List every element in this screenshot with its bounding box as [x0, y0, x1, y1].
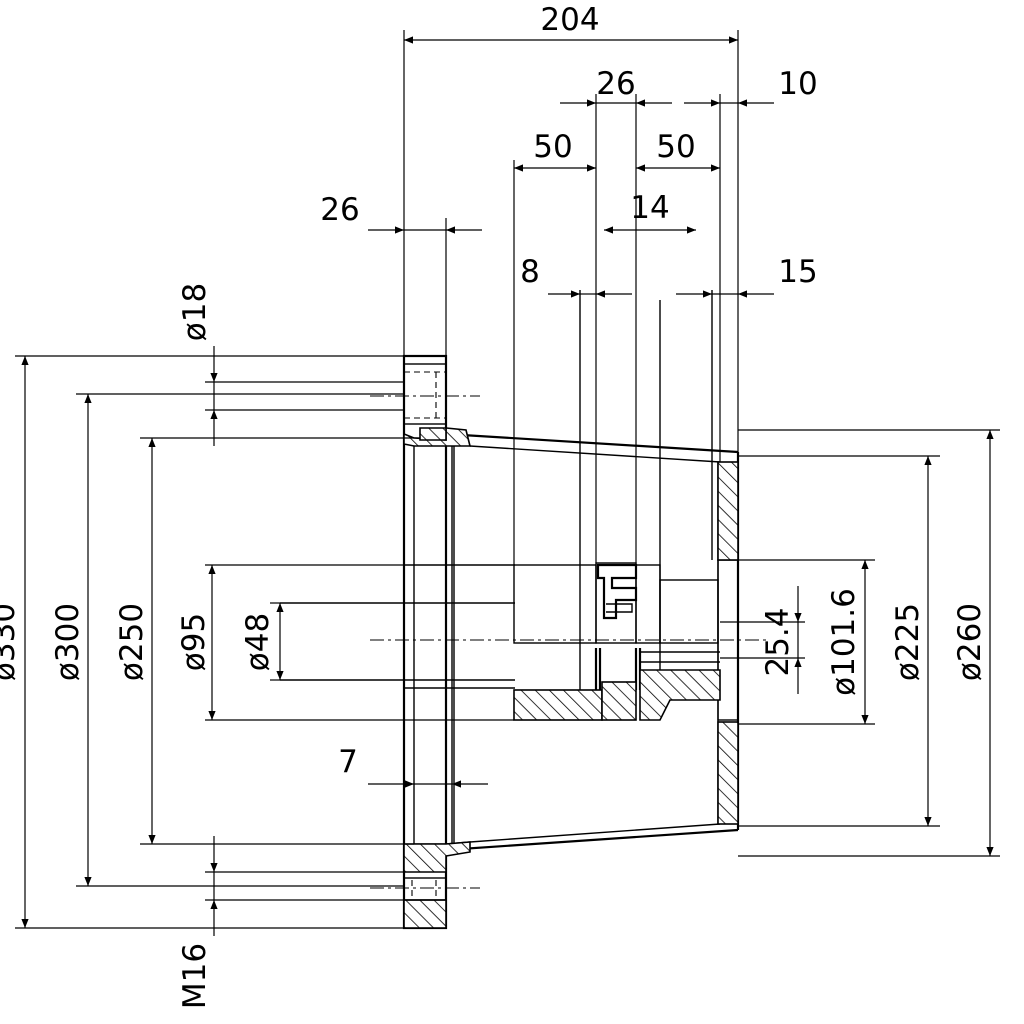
- dimension-labels: 204 26 10 50 50 26 14 8 15 7 ø18 ø330 ø3…: [0, 2, 988, 1009]
- part-outline: [280, 290, 740, 930]
- extension-lines: [15, 30, 1000, 929]
- dim-dia-225: ø225: [890, 603, 926, 681]
- hidden-bolt-holes: [403, 363, 447, 901]
- dim-50-right: 50: [656, 129, 695, 165]
- dim-dia-250: ø250: [114, 603, 150, 681]
- dim-204: 204: [540, 2, 599, 38]
- dim-14: 14: [630, 190, 669, 226]
- center-lines: [370, 395, 770, 889]
- dimension-lines: [21, 36, 994, 936]
- dim-10: 10: [778, 66, 817, 102]
- dim-dia-48: ø48: [240, 613, 276, 671]
- dim-25-4: 25.4: [760, 607, 796, 676]
- dim-15: 15: [778, 254, 817, 290]
- hatched-sections: [403, 420, 739, 929]
- dim-dia-18: ø18: [177, 283, 213, 341]
- dim-26-flange: 26: [320, 192, 359, 228]
- dim-dia-101-6: ø101.6: [826, 588, 862, 696]
- dim-26-top: 26: [596, 66, 635, 102]
- dim-7: 7: [338, 744, 358, 780]
- dim-dia-95: ø95: [176, 613, 212, 671]
- dim-dia-260: ø260: [952, 603, 988, 681]
- dim-thread-m16: M16: [177, 943, 213, 1009]
- dim-dia-partial: ø330: [0, 603, 22, 681]
- dim-50-left: 50: [533, 129, 572, 165]
- dim-dia-300: ø300: [50, 603, 86, 681]
- dim-8: 8: [520, 254, 540, 290]
